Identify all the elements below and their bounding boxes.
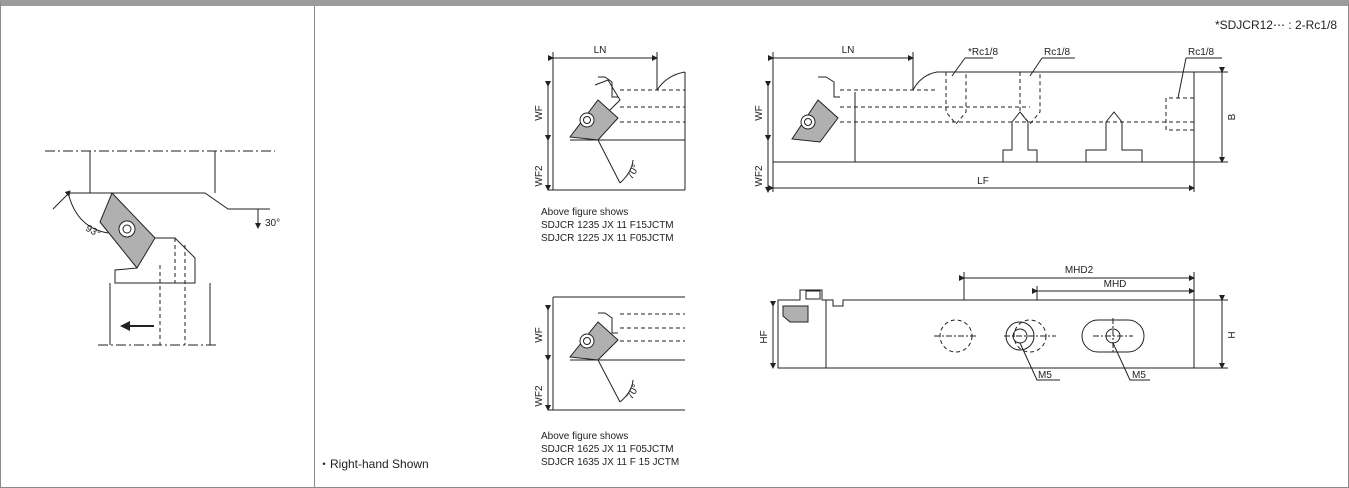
left-view xyxy=(45,150,275,346)
top-small-angle: 70° xyxy=(625,163,642,182)
bottom-small-caption-3: SDJCR 1635 JX 11 F 15 JCTM xyxy=(541,457,679,468)
m5-label-1: M5 xyxy=(1038,370,1052,381)
m5-label-2: M5 xyxy=(1132,370,1146,381)
mhd-label: MHD xyxy=(1104,279,1127,290)
rc-label-1: Rc1/8 xyxy=(1044,47,1071,58)
bottom-small-wf: WF xyxy=(534,327,545,343)
top-small-ln: LN xyxy=(594,45,607,56)
bottom-small-caption-2: SDJCR 1625 JX 11 F05JCTM xyxy=(541,444,674,455)
hf-label: HF xyxy=(759,330,770,343)
footnote: *SDJCR12⋯ : 2-Rc1/8 xyxy=(1215,18,1337,32)
panel-divider xyxy=(314,6,315,488)
top-large-wf2: WF2 xyxy=(754,165,765,187)
top-small-caption-3: SDJCR 1225 JX 11 F05JCTM xyxy=(541,233,674,244)
top-large-wf: WF xyxy=(754,105,765,121)
top-small-view xyxy=(545,52,686,191)
rc-label-2: Rc1/8 xyxy=(1188,47,1215,58)
mhd2-label: MHD2 xyxy=(1065,265,1094,276)
bottom-small-angle: 70° xyxy=(625,383,642,402)
right-hand-note: ・Right-hand Shown xyxy=(318,457,429,471)
top-large-lf: LF xyxy=(977,176,989,187)
side-angle-label: 30° xyxy=(265,218,280,229)
bottom-small-view xyxy=(545,296,685,411)
h-label: H xyxy=(1227,331,1238,338)
top-large-b: B xyxy=(1227,113,1238,120)
top-large-ln: LN xyxy=(842,45,855,56)
bottom-small-caption-1: Above figure shows xyxy=(541,431,628,442)
top-small-caption-1: Above figure shows xyxy=(541,207,628,218)
bottom-large-view xyxy=(770,272,1228,381)
top-small-wf2: WF2 xyxy=(534,165,545,187)
bottom-small-wf2: WF2 xyxy=(534,385,545,407)
top-small-caption-2: SDJCR 1235 JX 11 F15JCTM xyxy=(541,220,674,231)
lead-angle-label: 93° xyxy=(84,223,103,240)
top-small-wf: WF xyxy=(534,105,545,121)
rc-star-label: *Rc1/8 xyxy=(968,47,998,58)
top-large-view xyxy=(765,52,1228,193)
